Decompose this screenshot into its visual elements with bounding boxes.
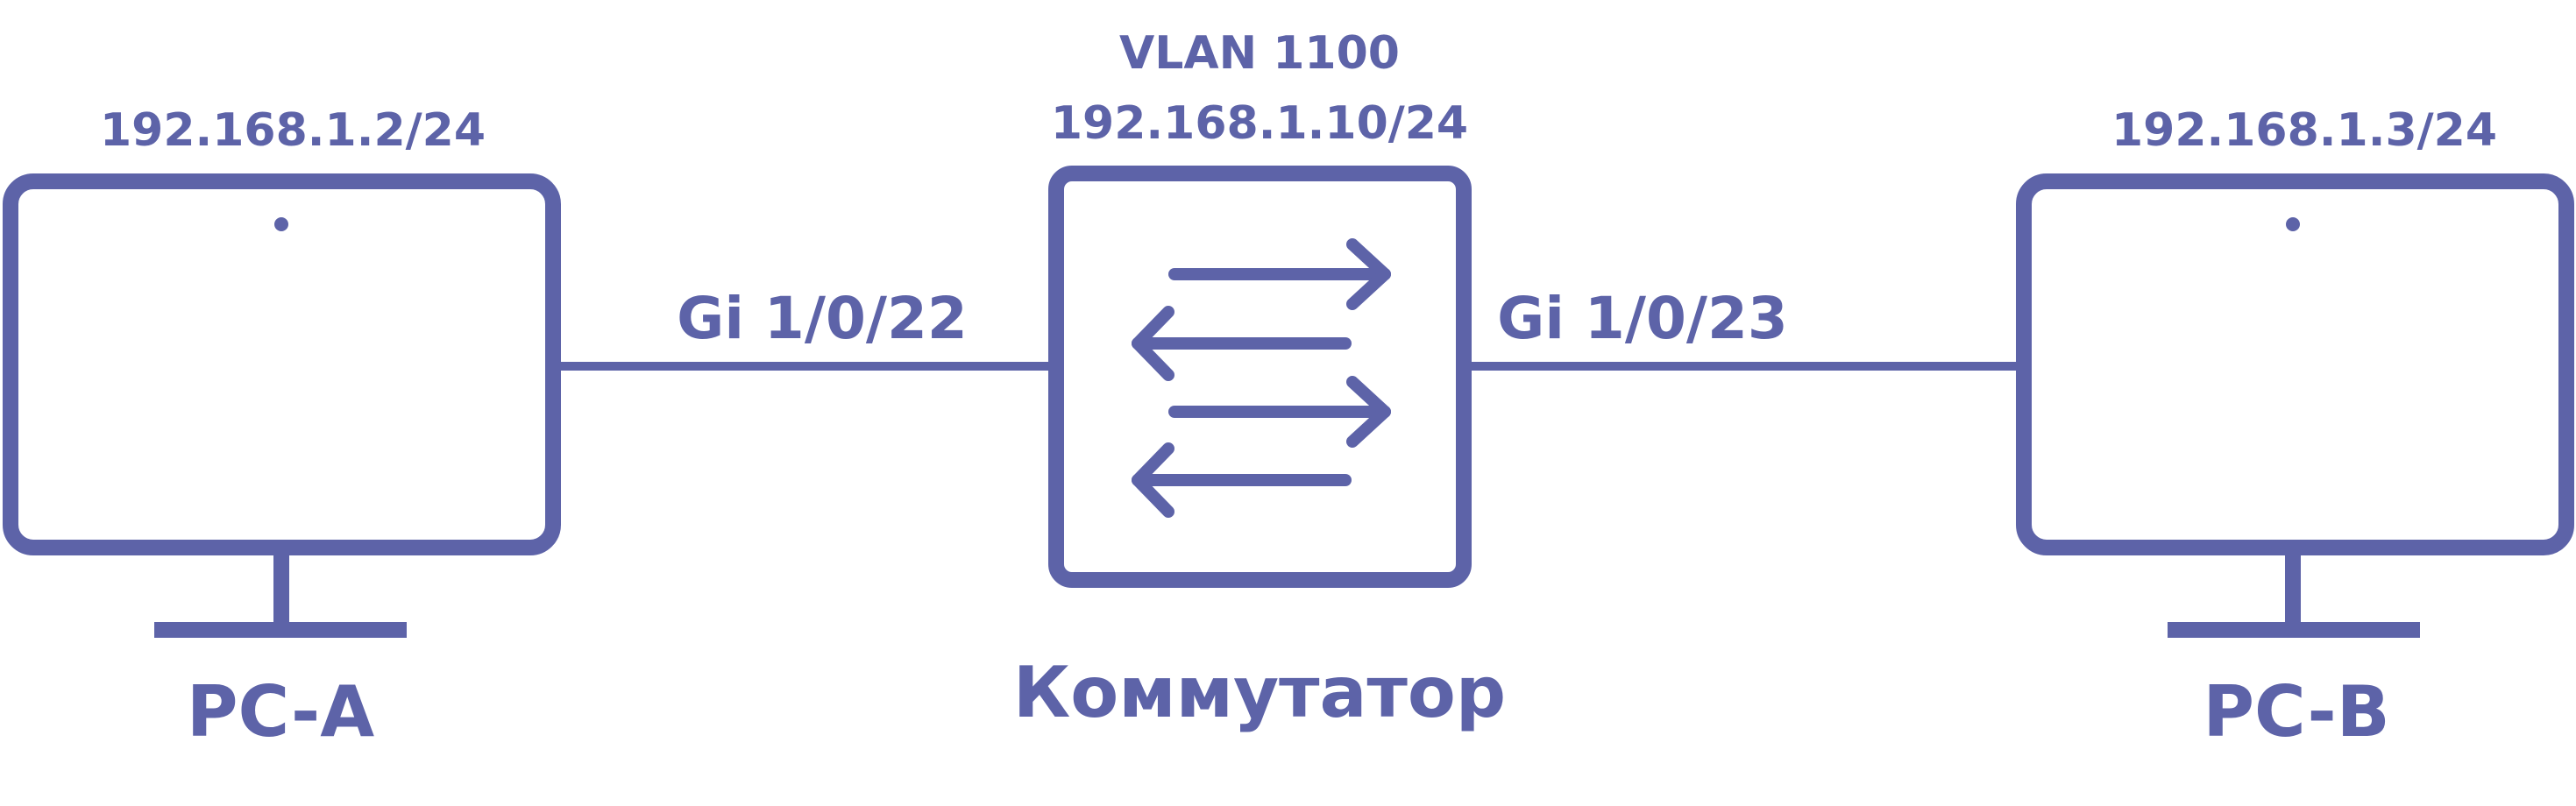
- pc-a-monitor-icon: [3, 173, 561, 638]
- switch-vlan-label: VLAN 1100: [1119, 27, 1400, 80]
- right-port-label: Gi 1/0/23: [1497, 285, 1788, 352]
- pc-b-ip-label: 192.168.1.3/24: [2111, 104, 2497, 157]
- pc-b-screen: [2016, 173, 2574, 555]
- switch-name-label: Коммутатор: [1013, 652, 1506, 733]
- switch-arrows-icon: [1132, 238, 1391, 518]
- pc-a-camera-dot: [274, 217, 288, 231]
- switch-ip-label: 192.168.1.10/24: [1051, 97, 1468, 150]
- left-port-label: Gi 1/0/22: [677, 285, 968, 352]
- switch-icon: [1048, 166, 1472, 588]
- pc-b-monitor-icon: [2016, 173, 2574, 638]
- pc-a-screen: [3, 173, 561, 555]
- switch-body: [1048, 166, 1472, 588]
- pc-b-camera-dot: [2286, 217, 2300, 231]
- pc-b-name-label: PC-B: [2203, 671, 2389, 753]
- pc-a-ip-label: 192.168.1.2/24: [100, 104, 486, 157]
- pc-a-name-label: PC-A: [187, 671, 374, 753]
